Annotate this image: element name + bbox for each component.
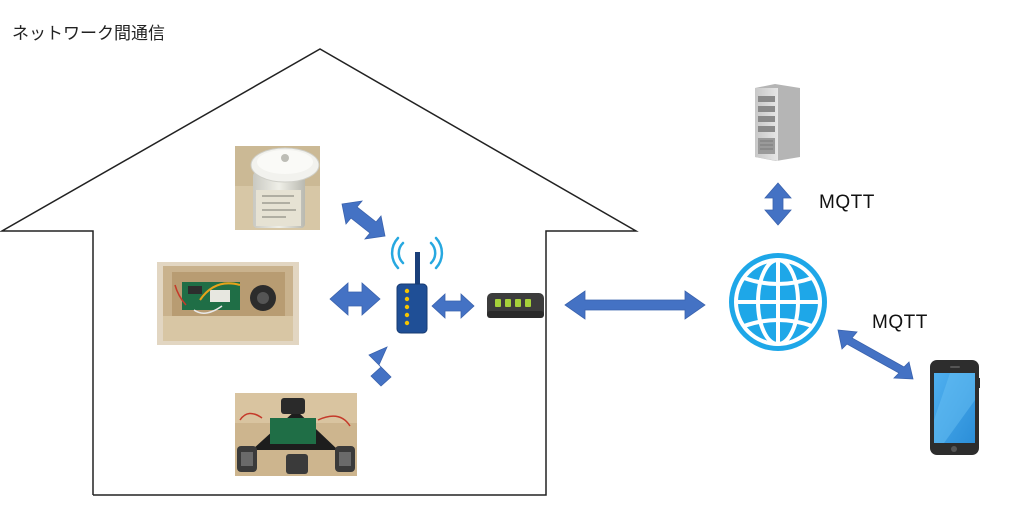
smartphone-icon <box>930 360 980 455</box>
mqtt-label-server: MQTT <box>819 192 875 213</box>
arrow-modem-internet <box>564 290 706 320</box>
jar-sensor-photo <box>235 146 320 230</box>
arrow-router-modem <box>431 293 475 319</box>
diagram-title: ネットワーク間通信 <box>12 24 165 44</box>
wifi-router-icon <box>390 236 444 334</box>
robot-car-photo <box>235 393 357 476</box>
server-icon <box>755 84 800 161</box>
arrow-box-router <box>329 282 381 316</box>
modem-icon <box>487 293 544 318</box>
arrow-robot-router <box>368 346 392 387</box>
house-outline <box>0 48 639 496</box>
internet-globe-icon <box>729 253 827 351</box>
arrow-jar-router <box>341 200 386 240</box>
arrow-internet-phone <box>837 329 914 380</box>
mqtt-label-phone: MQTT <box>872 312 928 333</box>
arrow-server-internet <box>764 182 792 226</box>
wooden-box-circuit-photo <box>157 262 299 345</box>
